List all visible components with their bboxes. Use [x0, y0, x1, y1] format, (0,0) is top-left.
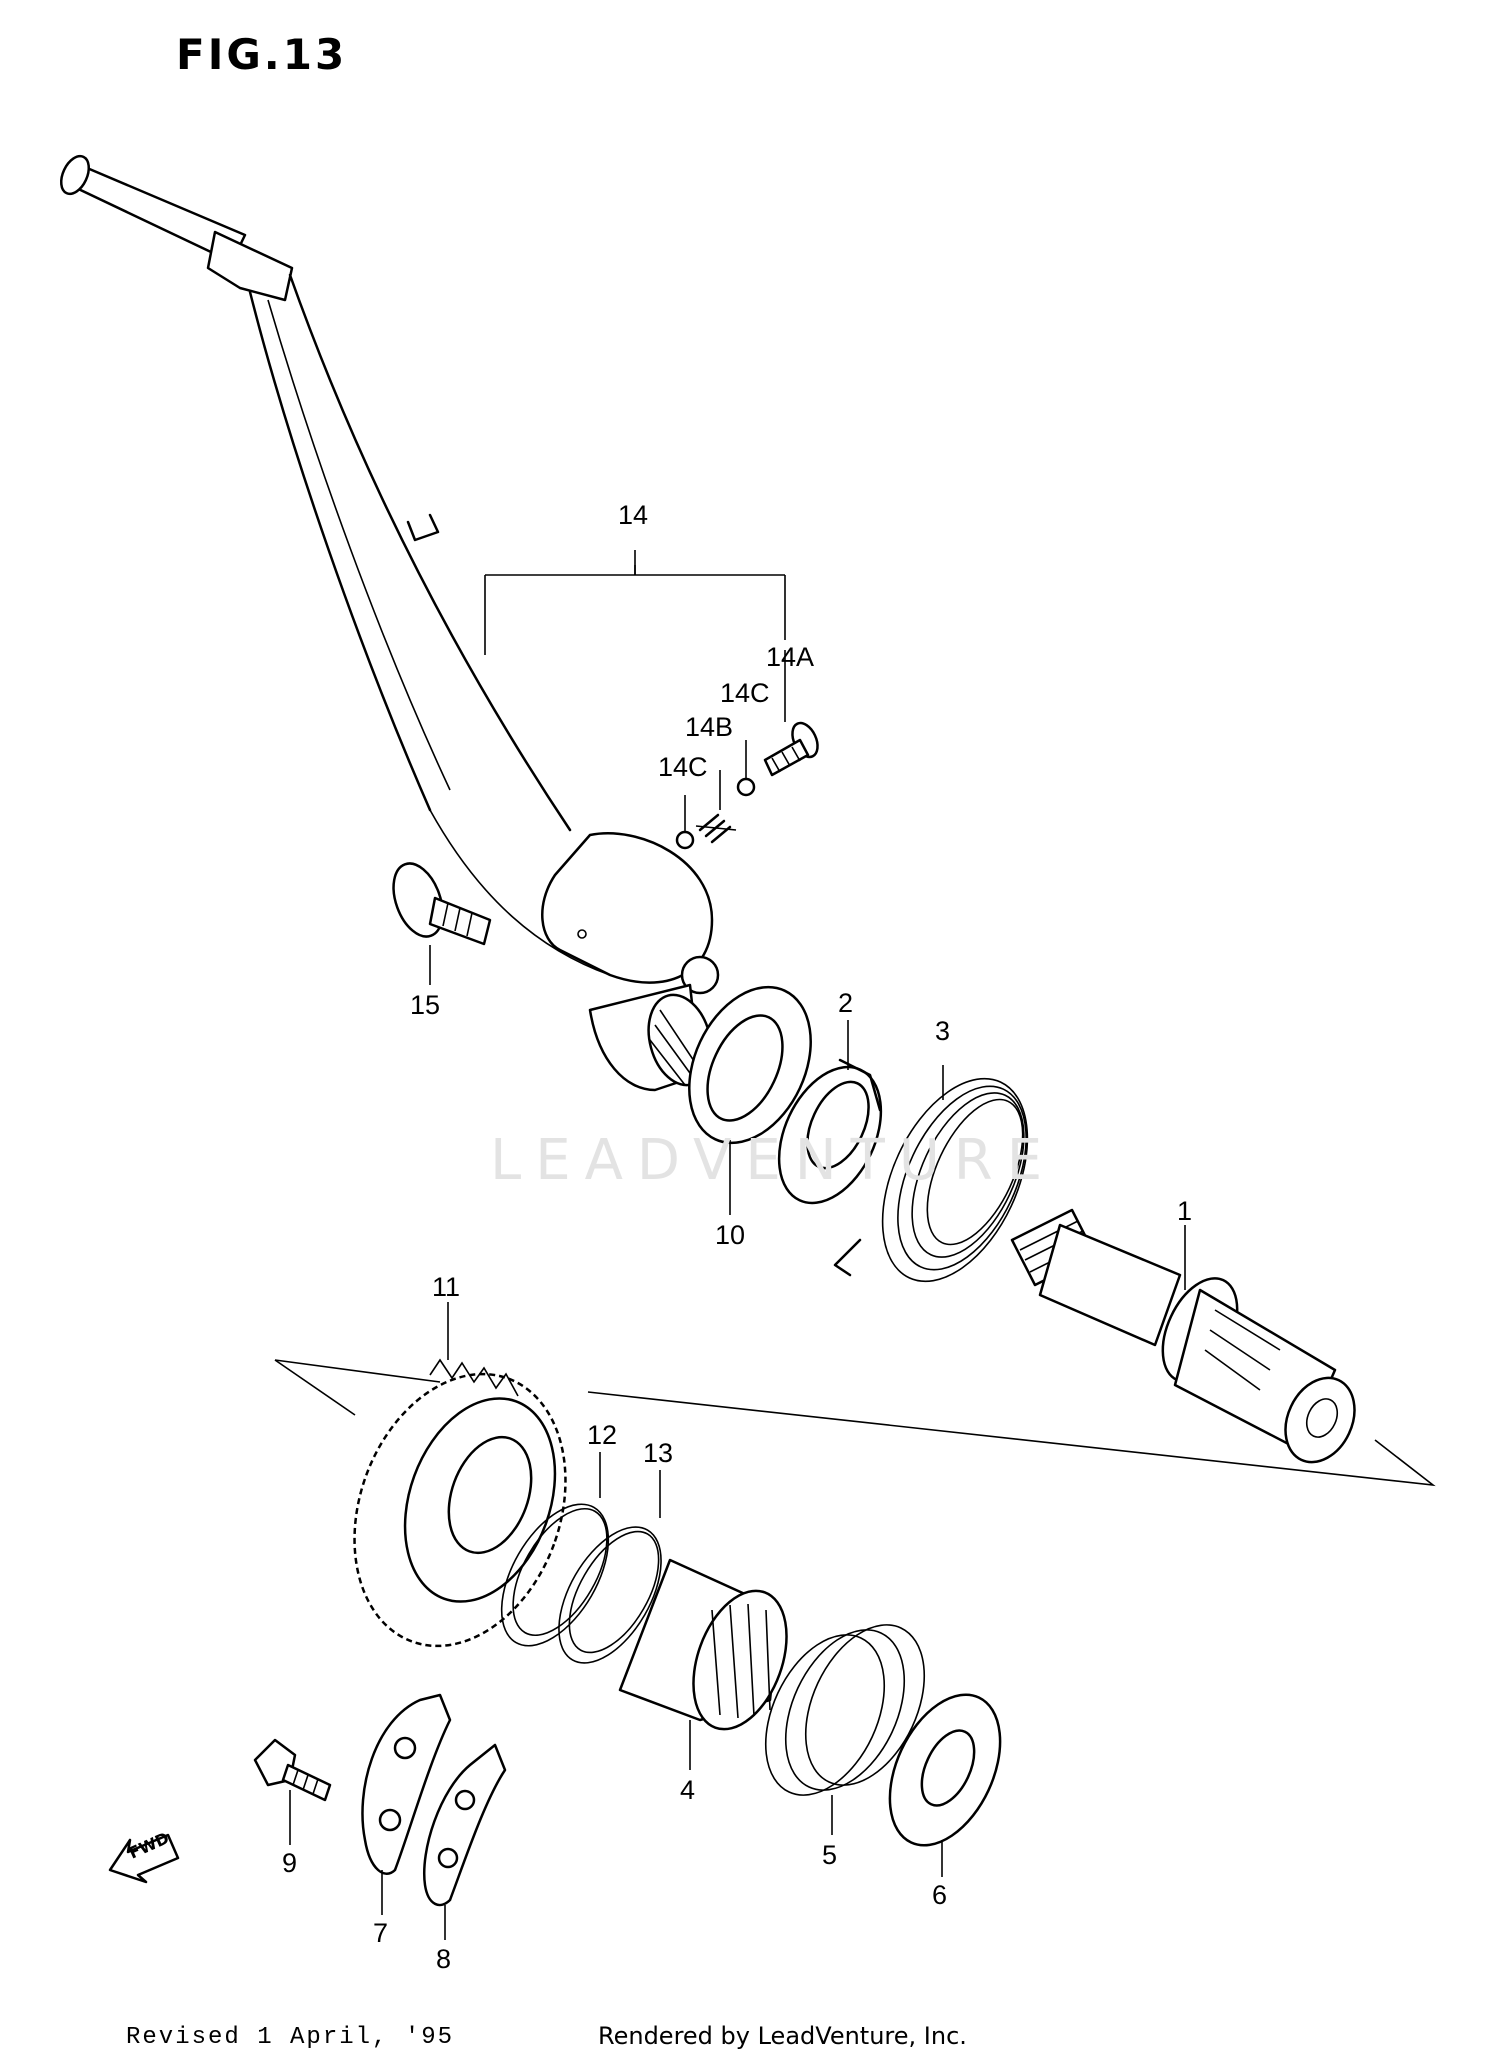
part-2-guide — [777, 1058, 883, 1205]
callout-8: 8 — [436, 1944, 452, 1974]
part-3-spring — [833, 1077, 1029, 1283]
callout-5: 5 — [822, 1840, 838, 1870]
part-9-bolt — [253, 1738, 332, 1802]
callout-10: 10 — [715, 1220, 746, 1250]
part-5-spring — [764, 1624, 926, 1796]
watermark-text: LEADVENTURE — [490, 1128, 1057, 1193]
callout-14b: 14B — [685, 712, 734, 742]
callout-11: 11 — [432, 1272, 461, 1302]
part-13-circlip — [558, 1526, 662, 1664]
callout-1: 1 — [1177, 1196, 1193, 1226]
callout-13: 13 — [643, 1438, 674, 1468]
part-11-gear — [353, 1358, 567, 1648]
part-6-washer — [888, 1693, 1002, 1847]
part-14b-spring — [695, 813, 737, 844]
callout-7: 7 — [373, 1918, 389, 1948]
callout-12: 12 — [587, 1420, 618, 1450]
fwd-arrow-icon — [108, 1833, 180, 1884]
callout-14c-lower: 14C — [658, 752, 708, 782]
callout-3: 3 — [935, 1016, 951, 1046]
part-10-oil-seal — [688, 985, 812, 1145]
rendered-by-credit: Rendered by LeadVenture, Inc. — [598, 2022, 967, 2050]
leader-lines — [289, 550, 1186, 1940]
part-14c-ball-lower — [675, 830, 695, 850]
kick-lever — [59, 154, 720, 1092]
callout-9: 9 — [282, 1848, 298, 1878]
alignment-lines — [274, 1359, 1436, 1487]
part-8-plate — [423, 1743, 507, 1907]
part-14c-ball-upper — [736, 777, 756, 797]
part-15-bolt — [392, 862, 492, 946]
part-14a-bolt — [763, 721, 819, 777]
part-4-ratchet — [618, 1558, 788, 1731]
callout-6: 6 — [932, 1880, 948, 1910]
callout-14: 14 — [618, 500, 649, 530]
callout-bracket-14 — [484, 565, 786, 655]
part-12-circlip — [500, 1503, 610, 1647]
figure-title: FIG.13 — [176, 30, 348, 79]
part-1-shaft — [1010, 1208, 1356, 1464]
callout-15: 15 — [410, 990, 441, 1020]
callout-14c-upper: 14C — [720, 678, 770, 708]
part-7-plate — [361, 1693, 452, 1875]
revision-note: Revised 1 April, '95 — [126, 2024, 455, 2051]
callout-14a: 14A — [766, 642, 815, 672]
callout-4: 4 — [680, 1775, 696, 1805]
callout-2: 2 — [838, 988, 854, 1018]
